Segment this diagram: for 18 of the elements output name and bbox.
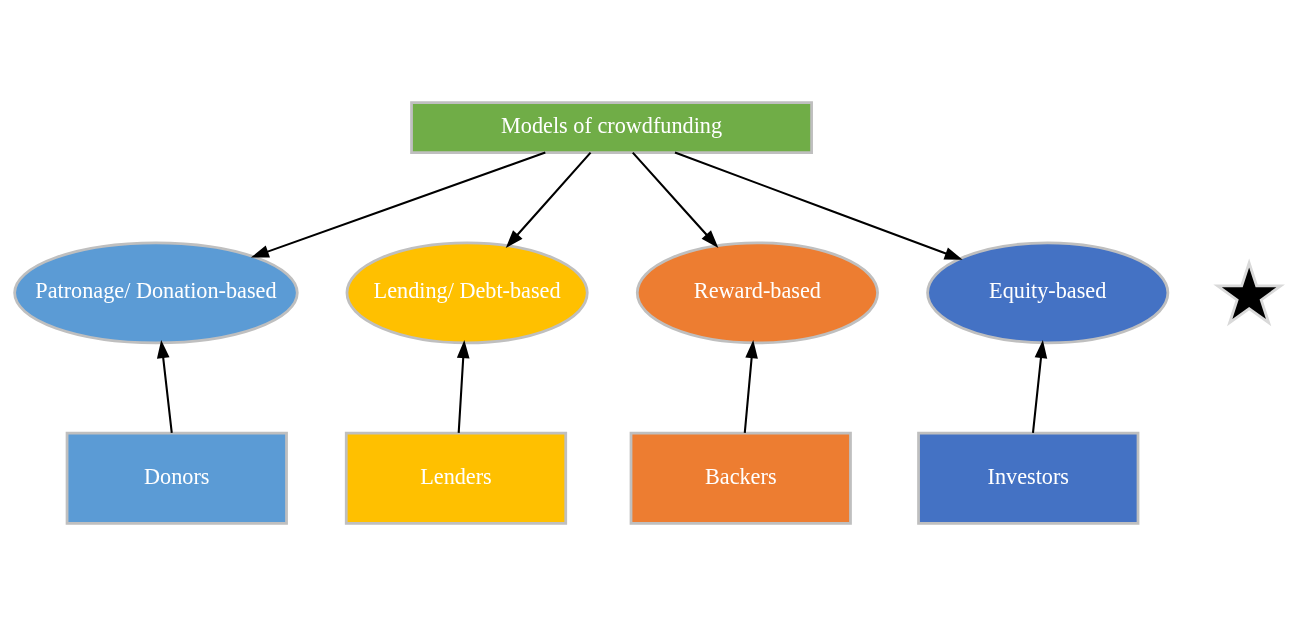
node-box: Investors — [917, 431, 1140, 525]
node-box: Backers — [629, 431, 852, 525]
arrow — [250, 151, 546, 258]
node-box: Donors — [65, 431, 288, 525]
node-box: Models of crowdfunding — [410, 100, 813, 154]
node-ellipse: Reward-based — [635, 240, 879, 344]
arrow — [674, 151, 963, 260]
arrow — [1031, 339, 1048, 433]
node-ellipse: Patronage/ Donation-based — [13, 240, 299, 344]
arrow — [456, 339, 470, 433]
arrow — [505, 151, 592, 248]
arrow — [743, 339, 758, 433]
node-box: Lenders — [344, 431, 568, 525]
node-star — [1213, 258, 1285, 326]
node-ellipse: Equity-based — [926, 240, 1170, 344]
node-ellipse: Lending/ Debt-based — [345, 240, 589, 344]
arrow — [156, 339, 173, 433]
arrow — [632, 151, 719, 248]
